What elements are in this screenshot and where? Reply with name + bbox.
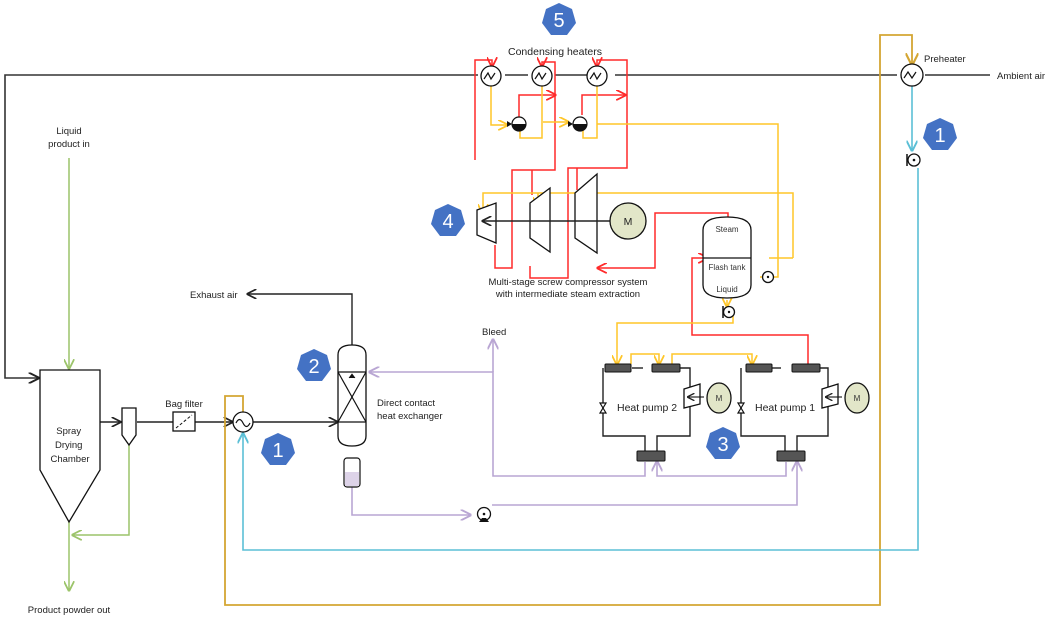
svg-text:1: 1 [934,125,945,147]
heater-1-condensate [490,86,507,125]
badge-1-exhaust-hx: 1 [261,433,295,465]
condensing-heater-1[interactable] [480,65,502,87]
compressor-system-label-line2: with intermediate steam extraction [495,289,640,300]
svg-text:1: 1 [272,440,283,462]
hp2-evaporator [636,450,666,462]
liquid-to-heat-pump-2 [617,316,734,364]
liquid-to-heat-pump-1 [671,353,752,364]
flash-drum-2-vapor-line [581,95,625,115]
compressor-stage-3[interactable] [574,172,598,255]
preheater-label: Preheater [924,54,966,65]
badge-4: 4 [431,204,465,236]
air-lines [4,74,990,422]
spray-drying-chamber[interactable] [39,369,101,524]
flash-drum-2[interactable] [568,116,588,132]
hp1-expansion-valve-icon [736,402,746,414]
compressor-motor[interactable]: M [609,202,647,240]
flash-tank-steam-line [598,212,729,268]
cyclone-fines-return [73,445,130,535]
dchx-sump[interactable] [343,457,361,488]
hp1-condenser-2 [791,363,821,373]
flash-tank[interactable] [702,216,752,299]
condensing-heater-2[interactable] [531,65,553,87]
drum-1-liquid [519,86,543,139]
hp2-condenser-2 [651,363,681,373]
product-powder-out-label: Product powder out [28,605,111,616]
badge-3: 3 [706,427,740,459]
liquid-product-in-label-line1: Liquid [56,126,81,137]
condensing-heater-3[interactable] [586,65,608,87]
svg-text:M: M [854,394,861,403]
heat-pump-1[interactable]: M [736,363,870,462]
svg-text:M: M [716,394,723,403]
bleed-label: Bleed [482,327,506,338]
spray-drying-chamber-label: Spray Drying Chamber [50,426,89,465]
svg-text:M: M [624,216,633,228]
hp2-motor [706,382,732,414]
badge-2: 2 [297,349,331,381]
hp1-compressor [821,383,839,409]
heat-pump-1-label: Heat pump 1 [755,402,815,414]
svg-text:2: 2 [308,356,319,378]
sump-to-pump [351,487,470,515]
preheater[interactable] [900,63,924,87]
condensing-heaters-label: Condensing heaters [508,46,602,58]
hp2-condenser-series [630,353,659,364]
cold-water-loop [243,86,919,551]
exhaust-heat-exchanger[interactable] [232,411,254,433]
heat-pump-2[interactable]: M [598,363,732,462]
bag-filter[interactable] [172,411,196,432]
heated-air-supply-line [4,74,897,378]
cyclone-separator[interactable] [121,407,137,447]
product-lines [69,158,130,590]
flash-tank-recirc-pump[interactable] [761,270,775,284]
liquid-product-in-label-line2: product in [48,139,90,150]
steam-to-condensing-heater-2 [494,62,556,269]
hp1-evaporator [776,450,806,462]
heat-pump-1-to-flash-tank-line [691,258,809,364]
svg-text:5: 5 [553,10,564,32]
compressor-stage-2[interactable] [529,186,551,254]
steam-to-condensing-heater-3 [529,60,628,279]
compressor-stage-1[interactable] [476,202,497,244]
hot-water-loop-line [224,34,912,606]
preheater-circulation-pump[interactable] [906,153,921,167]
steam-to-condensing-heater-1 [474,60,492,160]
circulating-water-lines [351,340,797,515]
hp1-to-hp2-evaporator [657,462,787,477]
circulation-pump[interactable] [476,506,492,523]
flash-drum-1[interactable] [507,116,527,132]
return-to-dchx [370,372,646,477]
drum-2-liquid [582,86,598,139]
exhaust-air-label: Exhaust air [190,290,238,301]
cold-water-return-line [243,168,919,551]
flash-tank-steam-label: Steam [715,225,738,234]
hp1-motor [844,382,870,414]
svg-text:3: 3 [717,434,728,456]
pump-to-hp1-evaporator [492,462,797,506]
dchx-label-line1: Direct contact [377,398,435,409]
ambient-air-label: Ambient air [997,71,1045,82]
svg-text:4: 4 [442,211,453,233]
dchx-label-line2: heat exchanger [377,411,443,422]
flash-tank-label: Flash tank [709,263,747,272]
bag-filter-label: Bag filter [165,399,203,410]
compressor-system-label-line1: Multi-stage screw compressor system [489,277,648,288]
flash-tank-liquid-pump[interactable] [722,305,736,319]
badge-1-preheater: 1 [923,118,957,150]
flash-drum-1-vapor-line [518,95,555,118]
water-injection-line [483,192,794,258]
hot-water-loop [224,34,912,606]
exhaust-air-line [248,294,353,345]
spray-nozzle-icon [348,373,356,379]
direct-contact-heat-exchanger[interactable] [337,344,367,447]
hp2-expansion-valve-icon [598,402,608,414]
flash-tank-liquid-label: Liquid [716,285,737,294]
badge-5: 5 [542,3,576,35]
heat-pump-2-label: Heat pump 2 [617,402,677,414]
hp2-compressor [683,383,701,409]
hp1-condenser-1 [745,363,773,373]
hp2-condenser-1 [604,363,632,373]
